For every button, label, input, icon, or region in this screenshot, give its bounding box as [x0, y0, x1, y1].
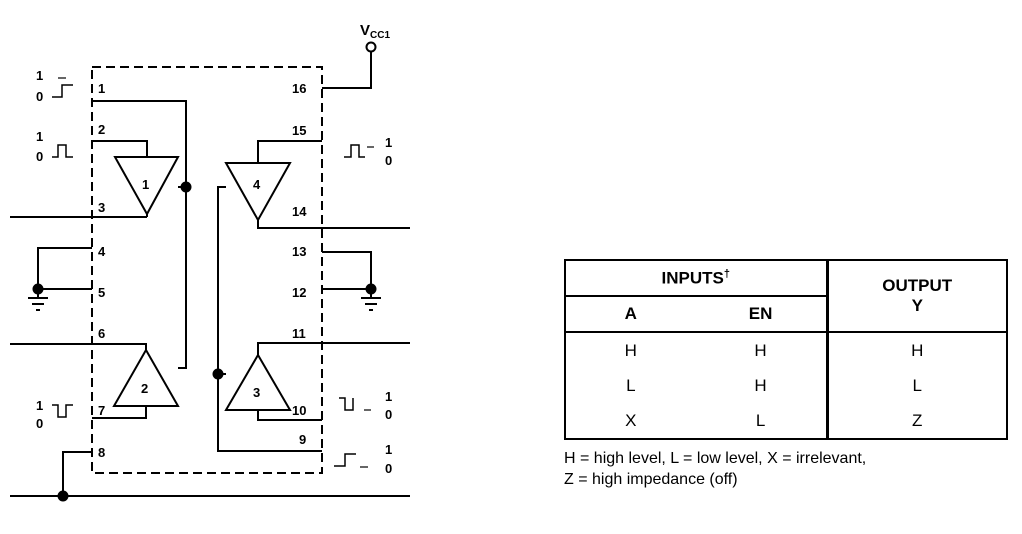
pulse-high-icon-pin2 [52, 144, 73, 158]
amp-label-3: 3 [253, 385, 260, 400]
vcc-terminal [365, 41, 377, 53]
output-header: OUTPUT Y [826, 259, 1008, 333]
pin-number: 12 [292, 285, 306, 300]
level-high-label: 1 [385, 389, 392, 404]
cell-en: H [695, 331, 829, 368]
cell-a: X [564, 403, 696, 440]
wire-amp2-pin6 [10, 343, 147, 350]
level-high-label: 1 [36, 398, 43, 413]
wire-pin10-amp3 [257, 410, 322, 421]
level-low-label: 0 [36, 416, 43, 431]
pin-number: 9 [299, 432, 306, 447]
cell-y: Z [826, 403, 1008, 440]
package-outline [91, 66, 323, 474]
col-en-header: EN [695, 295, 829, 333]
step-rise-icon-pin9 [334, 453, 356, 467]
wire-amp4-pin14 [257, 220, 410, 229]
pin-number: 1 [98, 81, 105, 96]
table-row: X L Z [564, 403, 1008, 440]
cell-a: H [564, 331, 696, 368]
step-rise-icon-pin1 [52, 84, 73, 98]
pin-number: 7 [98, 403, 105, 418]
pin-number: 10 [292, 403, 306, 418]
pin-number: 16 [292, 81, 306, 96]
table-legend: H = high level, L = low level, X = irrel… [564, 448, 1008, 490]
cell-en: H [695, 368, 829, 403]
wire-pin7-amp2 [92, 406, 147, 419]
cell-y: L [826, 368, 1008, 403]
wire-pin15-amp4 [257, 140, 322, 163]
level-high-label: 1 [385, 135, 392, 150]
truth-table: INPUTS† OUTPUT Y A EN H H H L H L [564, 259, 1008, 440]
level-low-label: 0 [36, 149, 43, 164]
amp-label-4: 4 [253, 177, 261, 192]
wire-pin4-gnd [37, 247, 92, 292]
pin-number: 4 [98, 244, 106, 259]
level-high-label: 1 [36, 129, 43, 144]
pin-number: 15 [292, 123, 306, 138]
pin-number: 13 [292, 244, 306, 259]
col-a-header: A [564, 295, 696, 333]
vcc-label: VCC1 [360, 22, 390, 41]
inputs-header: INPUTS† [564, 259, 829, 297]
cell-y: H [826, 331, 1008, 368]
pulse-low-icon-pin10 [339, 397, 354, 411]
pulse-low-icon-pin7 [52, 404, 73, 418]
pulse-high-icon-pin15 [344, 144, 365, 158]
function-table: INPUTS† OUTPUT Y A EN H H H L H L [564, 259, 1008, 490]
level-high-label: 1 [385, 442, 392, 457]
pin-number: 5 [98, 285, 105, 300]
wire-pin1-enable [92, 100, 187, 369]
buffer-amp-3 [224, 353, 292, 411]
pin-number: 6 [98, 326, 105, 341]
level-low-label: 0 [385, 153, 392, 168]
vcc-wire [322, 52, 372, 89]
pin-number: 14 [292, 204, 307, 219]
ic-pinout-diagram: VCC1 1 2 3 4 5 6 7 8 9 10 11 12 13 14 15… [10, 22, 410, 502]
level-high-label: 1 [36, 68, 43, 83]
level-low-label: 0 [36, 89, 43, 104]
legend-line: Z = high impedance (off) [564, 471, 738, 488]
wire-enable-34 [217, 186, 322, 452]
level-low-label: 0 [385, 461, 392, 476]
table-row: H H H [564, 331, 1008, 368]
cell-a: L [564, 368, 696, 403]
table-row: L H L [564, 368, 1008, 403]
pin-number: 11 [292, 326, 306, 341]
cell-en: L [695, 403, 829, 440]
buffer-amp-2 [112, 347, 180, 407]
legend-line: H = high level, L = low level, X = irrel… [564, 450, 867, 467]
amp-label-1: 1 [142, 177, 149, 192]
amp-label-2: 2 [141, 381, 148, 396]
pin-number: 3 [98, 200, 105, 215]
wire-pin13-gnd [322, 251, 372, 292]
wire-pin8-bus [62, 451, 92, 496]
level-low-label: 0 [385, 407, 392, 422]
pin-number: 8 [98, 445, 105, 460]
pin-number: 2 [98, 122, 105, 137]
wire-amp3-pin11 [257, 342, 410, 355]
wire-pin2-amp1 [92, 140, 148, 157]
